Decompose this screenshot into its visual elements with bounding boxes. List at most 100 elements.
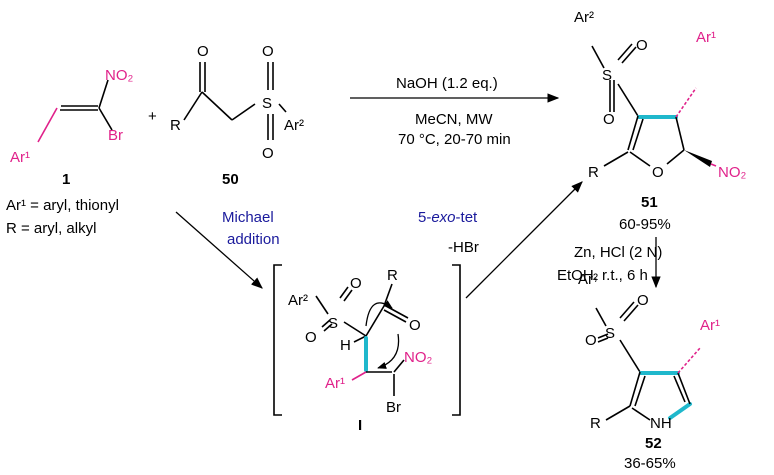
oxygen-atom: O: [585, 332, 597, 349]
compound-51-structure: Ar² O S O R O Ar¹ NO₂ 51: [574, 9, 747, 211]
compound-52-label: 52: [645, 435, 662, 452]
michael-label-line2: addition: [227, 231, 280, 248]
step1-conditions: 70 °C, 20-70 min: [398, 131, 511, 148]
sulfonyl-bond: [623, 304, 639, 322]
sulfonyl-bond: [597, 333, 609, 339]
sulfonyl-bond: [321, 319, 331, 328]
left-bracket: [273, 264, 282, 416]
bond: [98, 107, 113, 131]
sulfonyl-bond: [621, 46, 637, 64]
bromine-atom: Br: [108, 127, 123, 144]
step-reduction-conditions: EtOH, r.t., 6 h: [557, 267, 648, 284]
cyclization-label-line1: 5-exo-tet: [418, 209, 478, 226]
oxygen-atom: O: [350, 275, 362, 292]
compound-52-yield: 36-65%: [624, 455, 676, 472]
bond: [393, 359, 405, 373]
oxygen-atom: O: [197, 43, 209, 60]
plus-sign: +: [148, 108, 157, 125]
stereo-bond-hashed: [675, 87, 697, 118]
sulfur-atom: S: [328, 315, 338, 332]
compound-50-structure: O O O S R Ar² 50: [170, 43, 304, 188]
bond: [710, 163, 717, 167]
electron-flow-arrow: [377, 333, 400, 369]
r-group: R: [588, 164, 599, 181]
intermediate-structure: Ar² O S O H R O Ar¹ NO₂ Br I: [288, 267, 433, 434]
bond: [315, 295, 329, 315]
ring-bond: [629, 371, 641, 407]
carbonyl-bond: [383, 309, 407, 323]
ring-double-bond: [673, 375, 686, 403]
sulfonyl-bond: [343, 289, 353, 302]
substituent-note-r: R = aryl, alkyl: [6, 220, 96, 237]
right-bracket: [452, 264, 461, 416]
r-group: R: [387, 267, 398, 284]
bond: [383, 283, 393, 307]
pyrrole-nitrogen: NH: [650, 415, 672, 432]
sulfonyl-bond: [597, 337, 609, 343]
bond: [37, 107, 58, 143]
bond: [595, 307, 607, 327]
ring-bond: [666, 149, 685, 165]
sulfonyl-bond: [323, 323, 333, 332]
nitro-group: NO₂: [404, 349, 433, 366]
oxygen-atom: O: [637, 292, 649, 309]
oxygen-atom: O: [305, 329, 317, 346]
aryl2-group: Ar²: [574, 9, 594, 26]
michael-label-line1: Michael: [222, 209, 274, 226]
ring-bond: [631, 407, 651, 421]
michael-addition-arrow: [175, 211, 263, 289]
electron-flow-arrow: [365, 300, 393, 327]
compound-1-label: 1: [62, 171, 70, 188]
bond: [605, 405, 631, 421]
bond: [343, 321, 367, 337]
ring-bond: [627, 115, 639, 151]
bromine-atom: Br: [386, 399, 401, 416]
r-group: R: [170, 117, 181, 134]
bond: [183, 91, 203, 121]
sulfur-atom: S: [262, 95, 272, 112]
aryl1-group: Ar¹: [700, 317, 720, 334]
bond: [98, 79, 109, 109]
ring-double-bond: [632, 118, 644, 151]
compound-1-structure: NO₂ Br Ar¹ 1: [10, 67, 134, 188]
aryl1-group: Ar¹: [325, 375, 345, 392]
sulfonyl-bond: [617, 43, 633, 61]
bond: [591, 45, 605, 69]
aryl2-group: Ar²: [288, 292, 308, 309]
ring-bond: [675, 116, 685, 151]
aryl1-group: Ar¹: [696, 29, 716, 46]
bond: [201, 91, 233, 121]
oxygen-atom: O: [409, 317, 421, 334]
new-bond-highlight: [668, 402, 692, 420]
aryl1-group: Ar¹: [10, 149, 30, 166]
aryl2-group: Ar²: [578, 271, 598, 288]
oxygen-atom: O: [262, 43, 274, 60]
sulfur-atom: S: [602, 67, 612, 84]
stereo-bond-hashed: [677, 347, 701, 374]
step1-reagent: NaOH (1.2 eq.): [396, 75, 498, 92]
intermediate-label: I: [358, 417, 362, 434]
sulfonyl-bond: [339, 286, 349, 299]
cyclization-label-line2: -HBr: [448, 239, 479, 256]
ring-oxygen-atom: O: [652, 164, 664, 181]
cyclization-arrow: [465, 181, 583, 299]
hydrogen-atom: H: [340, 337, 351, 354]
bond: [351, 371, 367, 381]
bond: [365, 305, 385, 337]
stereo-bond-wedge: [684, 150, 712, 167]
bond: [353, 335, 367, 343]
sulfonyl-bond: [619, 301, 635, 319]
step-reduction-reagent: Zn, HCl (2 N): [574, 244, 662, 261]
ring-double-bond: [634, 375, 646, 407]
oxygen-atom: O: [603, 111, 615, 128]
r-group: R: [590, 415, 601, 432]
ring-bond: [629, 151, 651, 167]
bond: [603, 151, 629, 167]
oxygen-atom: O: [636, 37, 648, 54]
sulfur-atom: S: [605, 325, 615, 342]
ring-bond: [677, 372, 691, 405]
substituent-note-ar1: Ar¹ = aryl, thionyl: [6, 197, 119, 214]
bond: [278, 103, 287, 113]
oxygen-atom: O: [262, 145, 274, 162]
nitro-group: NO₂: [718, 164, 747, 181]
